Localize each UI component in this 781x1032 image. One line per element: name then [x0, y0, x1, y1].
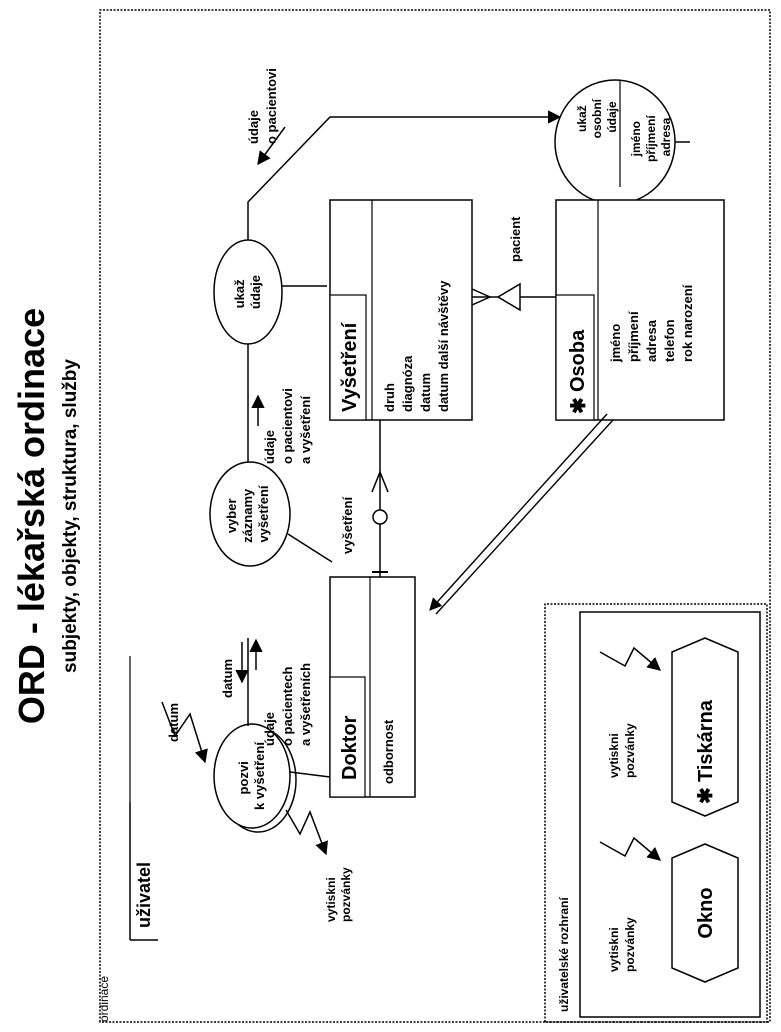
- class-vysetreni-name: Vyšetření: [339, 321, 361, 412]
- okno-node: [671, 843, 739, 983]
- role-pacient: pacient: [508, 216, 523, 262]
- vytiskni-pozvanky-flow: [285, 809, 328, 856]
- diagram-subtitle: subjekty, objekty, struktura, služby: [60, 359, 81, 673]
- udaje-o-pacientech-label: údaje o pacientech a vyšetřeních: [262, 663, 313, 746]
- ui-title: uživatelské rozhraní: [557, 897, 571, 1012]
- process-vyber-label: vyber záznamy vyšetření: [224, 485, 271, 543]
- class-osoba-attrs: jméno příjmení adresa telefon rok naroze…: [608, 284, 695, 363]
- tiskarna-flow: [599, 646, 662, 671]
- role-vysetreni: vyšetření: [340, 497, 355, 554]
- pozvi-doktor-link: [289, 771, 331, 778]
- datum-in-label: datum: [166, 703, 181, 742]
- relation-crowfoot: [371, 469, 389, 493]
- okno-name: Okno: [695, 887, 717, 938]
- vyber-doktor-link: [287, 533, 333, 563]
- datum-in-flow: [161, 701, 208, 764]
- process-pozvi-label: pozvi k vyšetření: [236, 742, 267, 810]
- datum-label: datum: [220, 659, 235, 698]
- process-pozvi: [213, 723, 291, 829]
- tiskarna-name: Tiskárna: [695, 699, 717, 782]
- class-doktor-name: Doktor: [339, 715, 361, 780]
- process-ukaz-osobni-attrs: jméno příjmení adresa: [629, 112, 673, 162]
- pacient-crowfoot: [471, 288, 492, 306]
- class-vysetreni-attrs: druh diagnóza datum datum další návštěvy: [382, 280, 451, 412]
- okno-flow: [599, 836, 662, 861]
- process-ukaz-osobni-label: ukaž osobní údaje: [575, 96, 619, 139]
- frame-label: ordinace: [97, 976, 111, 1022]
- ui-inner-frame: [579, 611, 761, 1018]
- ordinace-frame: [99, 9, 771, 1023]
- process-vyber: [209, 461, 291, 567]
- class-osoba-marker: ✱: [568, 397, 590, 414]
- ui-frame: [544, 603, 768, 1023]
- pacient-triangle: [496, 282, 521, 312]
- inheritance-line-a: [435, 419, 614, 615]
- relation-optional-circle: [372, 509, 388, 525]
- udaje-o-pacientovi-label: údaje o pacientovi: [246, 68, 279, 144]
- process-ukaz-udaje-label: ukaž údaje: [232, 275, 263, 309]
- class-osoba-header: [555, 294, 595, 421]
- udaje-o-pacientovi-flow: [247, 110, 562, 240]
- tiskarna-flow-label: vytiskni pozvánky: [607, 723, 637, 778]
- tiskarna-marker: ✱: [695, 787, 717, 804]
- diagram-title: ORD - lékařská ordinace: [11, 308, 52, 724]
- okno-flow-label: vytiskni pozvánky: [607, 917, 637, 972]
- actor-name: uživatel: [134, 862, 154, 928]
- class-doktor-header: [329, 676, 366, 798]
- udaje-o-pacientovi-arrow: [257, 126, 286, 166]
- class-osoba-name: Osoba: [567, 329, 589, 392]
- tiskarna-node: [671, 637, 739, 817]
- vytiskni-pozvanky-label: vytiskni pozvánky: [324, 867, 353, 922]
- class-vysetreni-header: [329, 294, 367, 421]
- inheritance-line-b: [429, 413, 608, 611]
- class-doktor-attr-0: odbornost: [381, 719, 396, 784]
- udaje-o-pacientovi-vys-label: údaje o pacientovi a vyšetření: [262, 385, 313, 464]
